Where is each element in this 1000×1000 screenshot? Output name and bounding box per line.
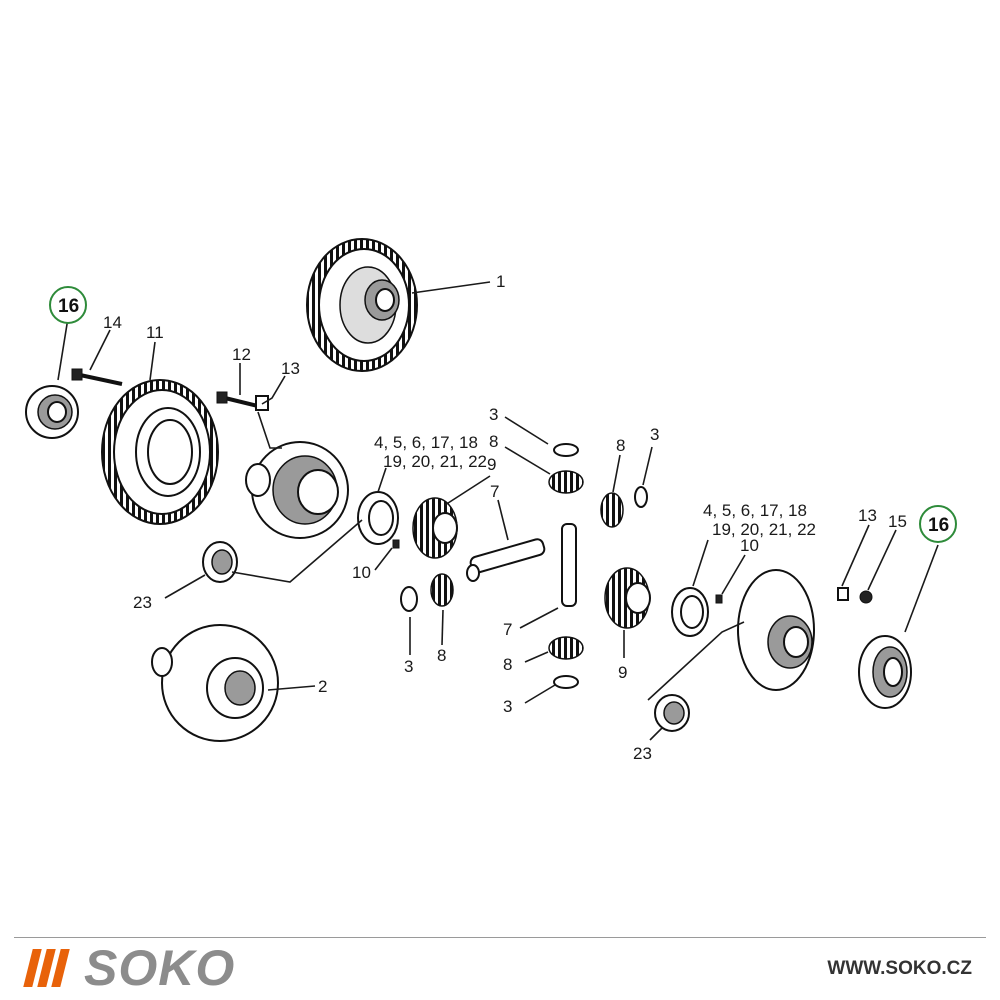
bearing-cup-23-left [202,541,238,583]
brand-logo: SOKO [23,940,236,996]
callout-3-top: 3 [489,405,498,424]
thrust-washer-left [357,491,399,545]
callout-23-left: 23 [133,593,152,612]
lock-tab-13-right [837,587,849,601]
callout-12: 12 [232,345,251,364]
callout-8-top: 8 [489,432,498,451]
bearing-cup-23-right [654,694,690,732]
callout-8-right: 8 [616,436,625,455]
bolt-14 [71,368,123,386]
callout-3-bottom: 3 [503,697,512,716]
callout-1: 1 [496,272,505,291]
brand-name: SOKO [84,940,236,996]
bearing-16-right [858,635,912,709]
callout-8-left: 8 [437,646,446,665]
case-half-left [245,441,349,539]
callout-9-right: 9 [618,663,627,682]
callout-9-left: 9 [487,455,496,474]
differential-case-2 [151,624,279,742]
website-url[interactable]: WWW.SOKO.CZ [827,958,972,979]
callout-2: 2 [318,677,327,696]
callout-10-left: 10 [352,563,371,582]
washer-3-bottom [553,675,579,689]
callout-8-bottom: 8 [503,655,512,674]
pin-10-right [715,594,723,604]
differential-exploded-diagram: 1 2 16 16 14 11 12 13 4, 5, 6, 17, 18 19… [25,238,957,763]
leader-lines [57,281,939,741]
callout-10-right: 10 [740,536,759,555]
pinion-gear-8-left [430,573,454,607]
callout-13-right: 13 [858,506,877,525]
washer-3-right [634,486,648,508]
cross-shaft-7 [466,523,577,607]
callout-3-right: 3 [650,425,659,444]
bolt-12 [216,391,259,408]
side-gear-9-right [604,567,651,629]
callout-16-right: 16 [928,515,949,536]
callout-15: 15 [888,512,907,531]
callout-11: 11 [146,323,164,342]
pinion-gear-8-bottom [548,636,584,660]
callout-circle-16-right [919,505,957,543]
callout-7-top: 7 [490,482,499,501]
callout-group-right-line1: 4, 5, 6, 17, 18 [703,501,807,520]
pinion-gear-8-top [548,470,584,494]
pin-10-left [392,539,400,549]
side-gear-9-left [412,497,458,559]
callout-14: 14 [103,313,122,332]
callout-group-right-line2: 19, 20, 21, 22 [712,520,816,539]
callout-7-bottom: 7 [503,620,512,639]
pinion-gear-8-right [600,492,624,528]
callout-group-left-line1: 4, 5, 6, 17, 18 [374,433,478,452]
lock-tab-13-left [255,395,269,411]
callout-circle-16-left [49,286,87,324]
crown-gear-1 [306,238,418,372]
callout-16-left: 16 [58,296,79,317]
callout-23-right: 23 [633,744,652,763]
washer-3-top [553,443,579,457]
washer-3-left [400,586,418,612]
callout-group-left-line2: 19, 20, 21, 22 [383,452,487,471]
footer-divider [14,937,986,938]
callout-3-left: 3 [404,657,413,676]
ring-gear-11 [101,379,219,525]
callout-13-left: 13 [281,359,300,378]
thrust-washer-right [671,587,709,637]
nut-15 [859,590,873,604]
case-half-right [737,569,815,691]
bearing-16-left [25,385,79,439]
